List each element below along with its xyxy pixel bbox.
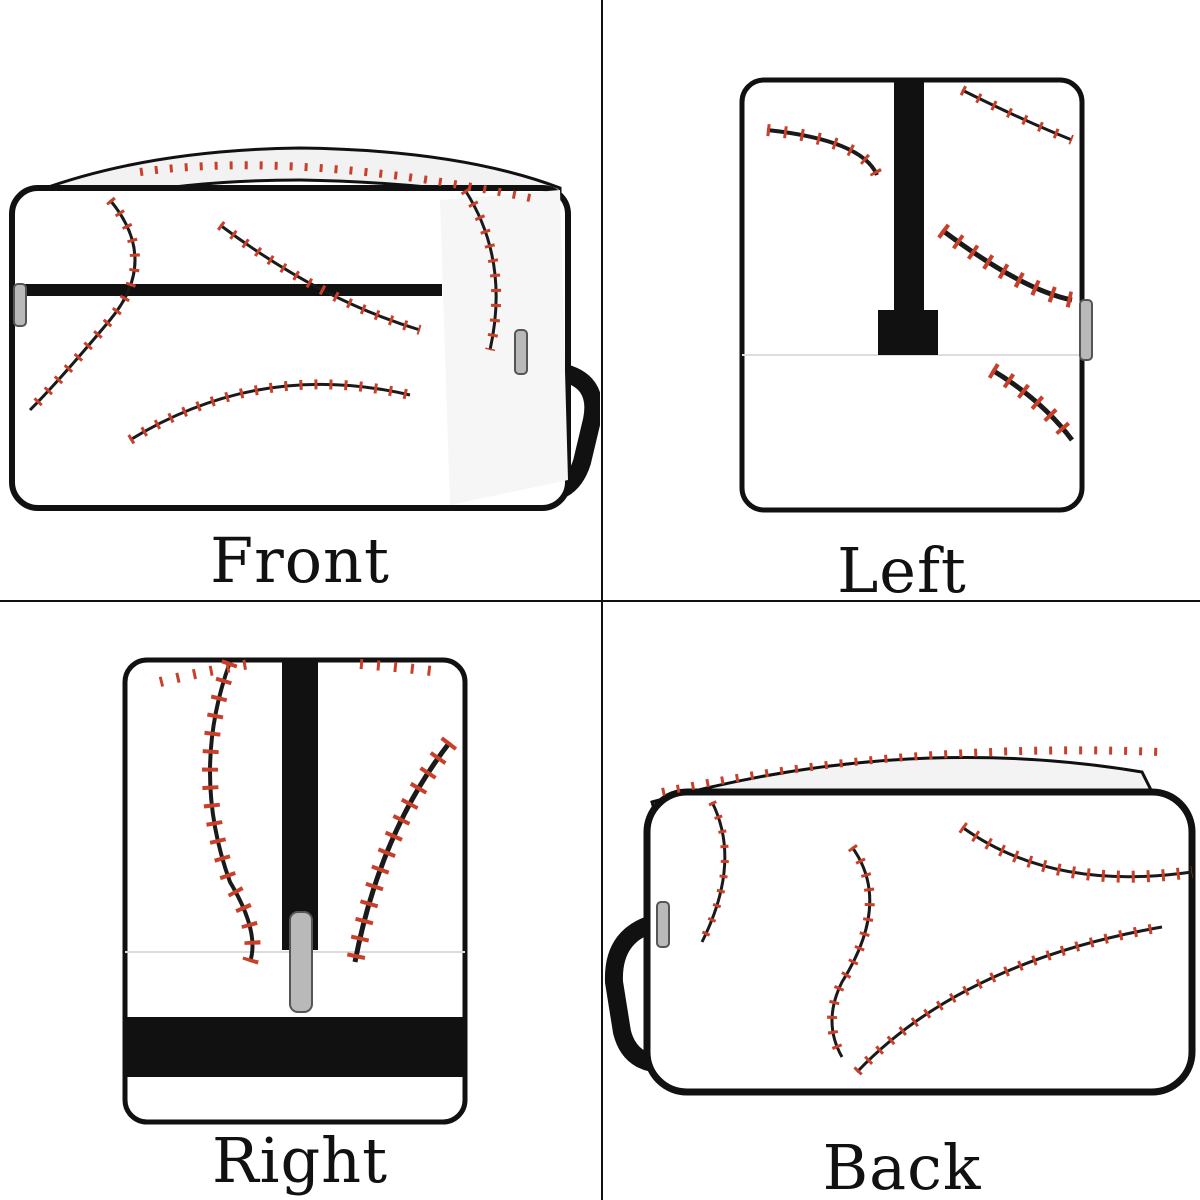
panel-back: Back — [602, 602, 1200, 1200]
bag-back-image — [604, 746, 1196, 1096]
bag-front-image — [9, 146, 600, 511]
bag-right-image — [122, 657, 468, 1125]
panel-left: Left — [602, 0, 1200, 600]
view-label-right: Right — [211, 1124, 389, 1197]
panel-front: Front — [0, 0, 600, 600]
panel-right: Right — [0, 602, 600, 1200]
view-label-left: Left — [837, 534, 967, 601]
bag-left-image — [739, 77, 1093, 513]
horizontal-divider — [0, 600, 1200, 602]
view-label-front: Front — [210, 524, 390, 597]
view-label-back: Back — [822, 1131, 982, 1200]
